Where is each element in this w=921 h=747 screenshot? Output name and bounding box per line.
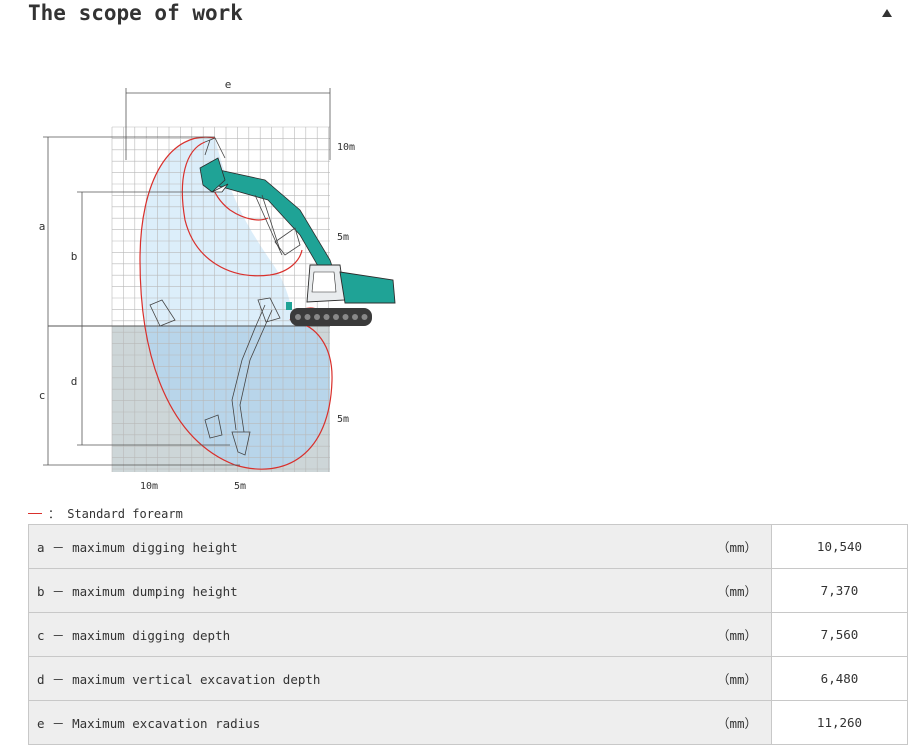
table-row: d － maximum vertical excavation depth （m…: [28, 656, 908, 701]
spec-table: a － maximum digging height （mm） 10,540 b…: [28, 524, 908, 745]
track-wheel: [295, 314, 301, 320]
track-wheel: [323, 314, 330, 320]
spec-label-cell: c － maximum digging depth （mm）: [28, 612, 772, 657]
label-right-5m-bottom: 5m: [337, 414, 349, 425]
spec-label-cell: a － maximum digging height （mm）: [28, 524, 772, 569]
spec-value: 7,370: [771, 568, 908, 613]
collapse-button[interactable]: [876, 4, 898, 22]
track-wheel: [352, 314, 358, 320]
spec-unit: （mm）: [716, 672, 757, 687]
spec-label-cell: d － maximum vertical excavation depth （m…: [28, 656, 772, 701]
spec-unit: （mm）: [716, 540, 757, 555]
label-right-10m: 10m: [337, 142, 355, 153]
spec-label-cell: e － Maximum excavation radius （mm）: [28, 700, 772, 745]
spec-value: 6,480: [771, 656, 908, 701]
spec-label: e － Maximum excavation radius: [37, 716, 261, 731]
track-wheel: [361, 314, 368, 320]
spec-label-cell: b － maximum dumping height （mm）: [28, 568, 772, 613]
arm-poses: [149, 137, 301, 456]
track-wheel: [314, 314, 320, 320]
spec-unit: （mm）: [716, 584, 757, 599]
spec-label: b － maximum dumping height: [37, 584, 238, 599]
track-wheel: [304, 314, 311, 320]
spec-label: d － maximum vertical excavation depth: [37, 672, 321, 687]
table-row: a － maximum digging height （mm） 10,540: [28, 524, 908, 569]
spec-value: 7,560: [771, 612, 908, 657]
table-row: b － maximum dumping height （mm） 7,370: [28, 568, 908, 613]
page-title: The scope of work: [28, 1, 243, 25]
label-d: d: [71, 375, 78, 388]
label-e: e: [225, 78, 232, 91]
envelope-fill-sky: [140, 137, 307, 326]
label-c: c: [39, 389, 46, 402]
spec-label: a － maximum digging height: [37, 540, 238, 555]
label-right-5m-top: 5m: [337, 232, 349, 243]
track-wheel: [333, 314, 339, 320]
label-a: a: [39, 220, 46, 233]
working-range-svg: e a b c d 10m 5m 5m 10m 5m: [39, 78, 396, 492]
legend-swatch: [28, 512, 42, 514]
dimension-lines: [43, 88, 331, 466]
track-wheel: [342, 314, 349, 320]
spec-unit: （mm）: [716, 628, 757, 643]
spec-label: c － maximum digging depth: [37, 628, 231, 643]
table-row: c － maximum digging depth （mm） 7,560: [28, 612, 908, 657]
working-range-diagram: e a b c d 10m 5m 5m 10m 5m: [0, 60, 420, 500]
spec-value: 10,540: [771, 524, 908, 569]
label-bottom-5m: 5m: [234, 481, 246, 492]
excavator-body: [286, 264, 396, 326]
label-bottom-10m: 10m: [140, 481, 158, 492]
legend: ： Standard forearm: [28, 504, 183, 522]
spec-value: 11,260: [771, 700, 908, 745]
caret-up-icon: [882, 9, 892, 17]
label-b: b: [71, 250, 78, 263]
section-header: The scope of work: [0, 0, 921, 30]
legend-text: ： Standard forearm: [48, 506, 183, 521]
table-row: e － Maximum excavation radius （mm） 11,26…: [28, 700, 908, 745]
spec-unit: （mm）: [716, 716, 757, 731]
